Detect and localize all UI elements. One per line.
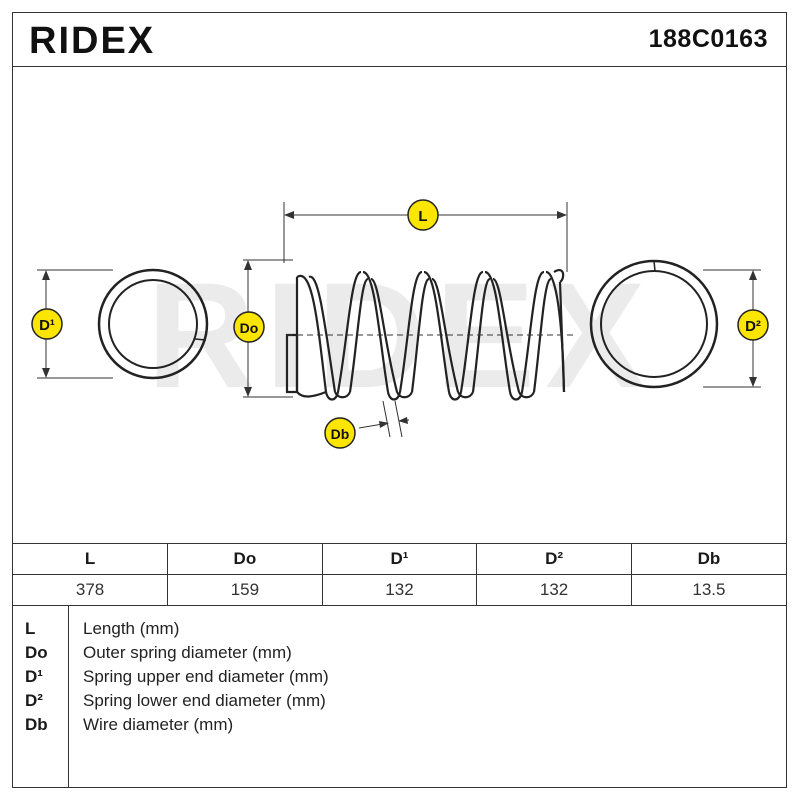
label-do: Do: [240, 320, 259, 336]
legend-item: D² Spring lower end diameter (mm): [13, 691, 786, 715]
table-cell: 132: [321, 574, 478, 606]
table-cell: 13.5: [630, 574, 786, 606]
badge-d2: D²: [737, 309, 769, 341]
table-header-cell: Db: [630, 543, 786, 575]
legend-item: Do Outer spring diameter (mm): [13, 643, 786, 667]
legend-key: Db: [25, 715, 48, 734]
legend-desc: Length (mm): [83, 619, 180, 638]
legend-item: L Length (mm): [13, 619, 786, 643]
brand-logo-text: RIDEX: [29, 22, 155, 58]
legend-key: D¹: [25, 667, 43, 686]
dimension-d2: [703, 269, 761, 388]
ridex-logo: RIDEX: [29, 22, 155, 58]
label-d2: D²: [745, 318, 761, 335]
badge-db: Db: [324, 417, 356, 449]
dimensions-table: L Do D¹ D² Db 378 159 132 132 13.5: [13, 543, 786, 606]
badge-do: Do: [233, 311, 265, 343]
spring-drawing: RIDEX D¹ Do: [31, 199, 769, 449]
table-header-row: L Do D¹ D² Db: [13, 543, 786, 575]
part-number: 188C0163: [648, 25, 768, 53]
dimension-do: [243, 259, 293, 398]
legend-key: Do: [25, 643, 48, 662]
table-cell: 159: [167, 574, 323, 606]
legend-divider: [68, 605, 69, 787]
legend-desc: Spring upper end diameter (mm): [83, 667, 329, 686]
spring-coil-icon: [285, 269, 566, 401]
legend: L Length (mm) Do Outer spring diameter (…: [13, 605, 786, 787]
dimension-db: [358, 400, 410, 438]
legend-desc: Outer spring diameter (mm): [83, 643, 292, 662]
table-header-cell: D²: [476, 543, 632, 575]
badge-l: L: [407, 199, 439, 231]
table-header-cell: D¹: [321, 543, 478, 575]
legend-item: D¹ Spring upper end diameter (mm): [13, 667, 786, 691]
legend-desc: Wire diameter (mm): [83, 715, 234, 734]
legend-key: D²: [25, 691, 43, 710]
spring-end-ring-icon: [97, 268, 209, 380]
header: RIDEX 188C0163: [13, 13, 786, 67]
table-header-cell: L: [13, 543, 169, 575]
legend-item: Db Wire diameter (mm): [13, 715, 786, 739]
table-cell: 378: [13, 574, 169, 606]
table-header-cell: Do: [167, 543, 323, 575]
label-d1: D¹: [39, 317, 55, 334]
badge-d1: D¹: [31, 308, 63, 340]
diagram-frame: RIDEX 188C0163 RIDEX D¹: [12, 12, 787, 788]
spring-end-ring-icon: [589, 259, 719, 389]
table-cell: 132: [476, 574, 632, 606]
label-db: Db: [331, 426, 350, 442]
legend-desc: Spring lower end diameter (mm): [83, 691, 326, 710]
table-row: 378 159 132 132 13.5: [13, 574, 786, 606]
legend-key: L: [25, 619, 36, 638]
label-l: L: [418, 208, 427, 225]
